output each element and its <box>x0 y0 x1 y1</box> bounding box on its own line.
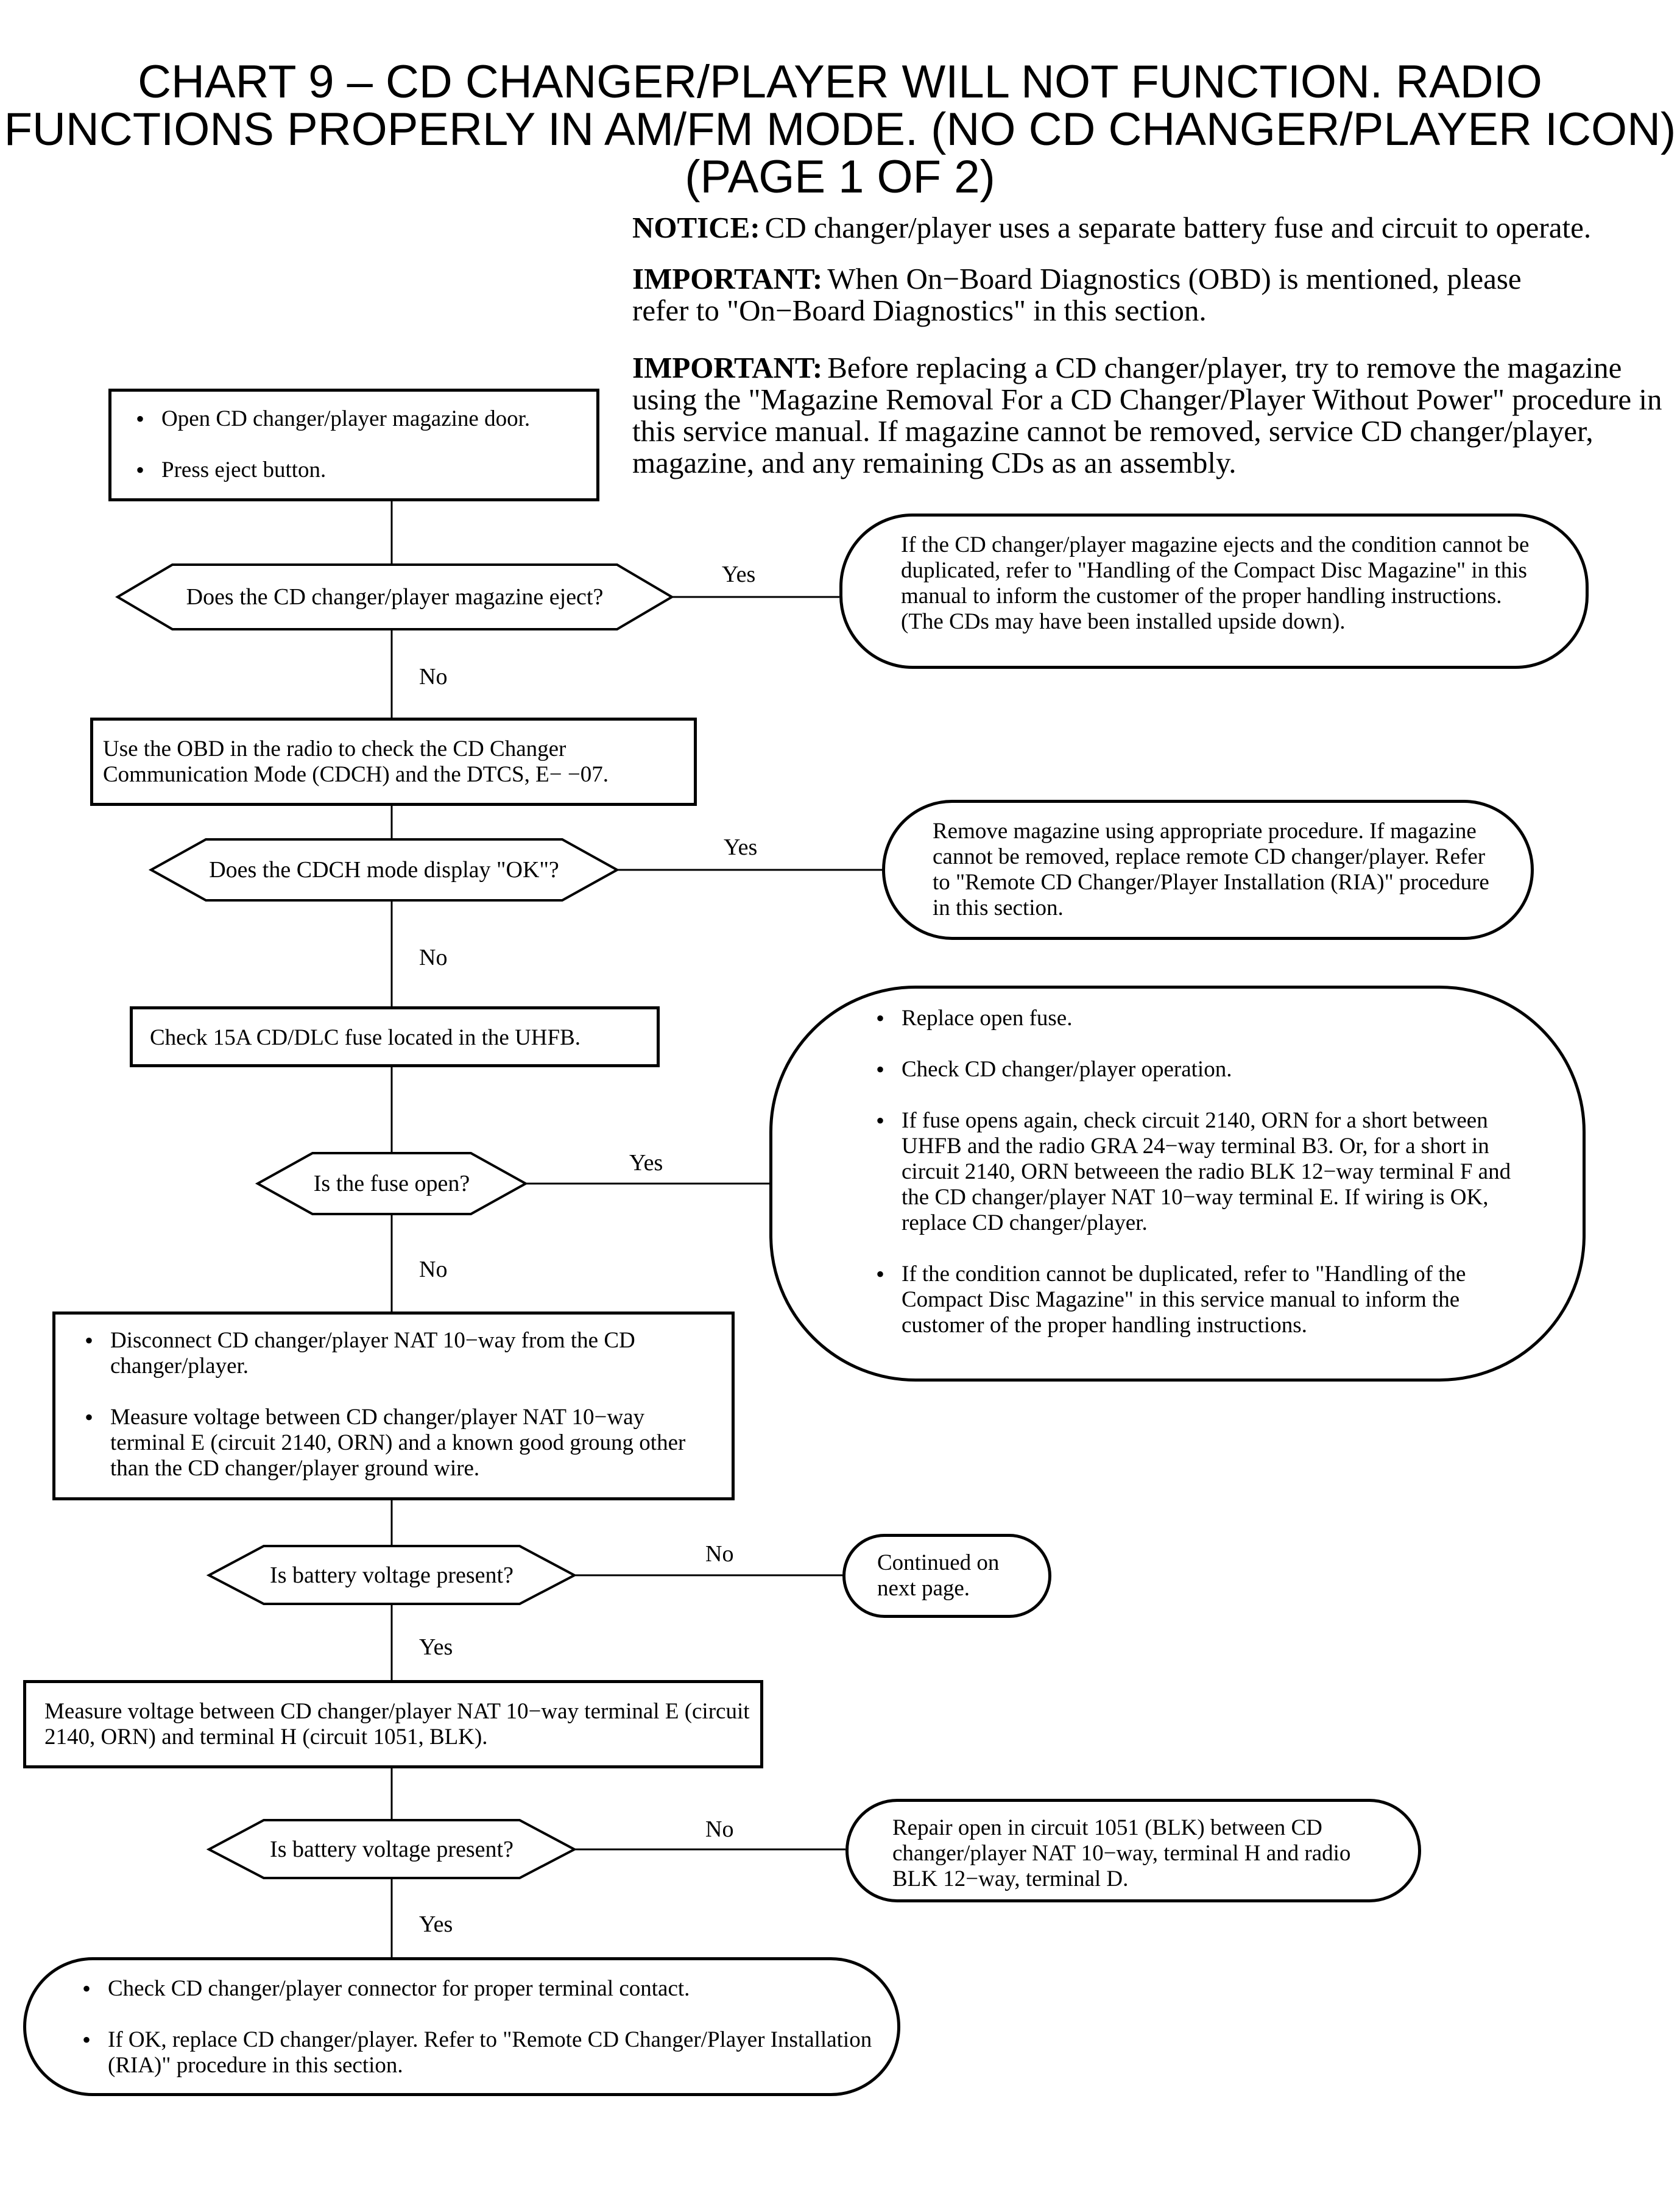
bullet-item: If the condition cannot be duplicated, r… <box>864 1262 1516 1338</box>
step-measure-voltage-terminals: Measure voltage between CD changer/playe… <box>23 1680 763 1768</box>
chart-title-line-1: CHART 9 – CD CHANGER/PLAYER WILL NOT FUN… <box>138 56 1542 108</box>
no-label: No <box>419 664 448 690</box>
notice-text: CD changer/player uses a separate batter… <box>764 211 1592 244</box>
yes-label: Yes <box>419 1912 453 1937</box>
bullet-item: If OK, replace CD changer/player. Refer … <box>70 2027 873 2078</box>
important-label: IMPORTANT: <box>632 351 823 384</box>
important-label: IMPORTANT: <box>632 262 823 295</box>
chart-title-line-2: FUNCTIONS PROPERLY IN AM/FM MODE. (NO CD… <box>4 104 1676 155</box>
bullet-item: Check CD changer/player connector for pr… <box>70 1976 873 2002</box>
step-open-magazine-door: Open CD changer/player magazine door. Pr… <box>108 389 599 501</box>
result-repair-open-circuit: Repair open in circuit 1051 (BLK) betwee… <box>845 1799 1421 1902</box>
no-label: No <box>705 1541 734 1567</box>
decision-diamond-2 <box>148 838 620 902</box>
result-replace-fuse: Replace open fuse. Check CD changer/play… <box>769 986 1586 1382</box>
no-label: No <box>419 945 448 970</box>
bullet-item: Replace open fuse. <box>864 1006 1516 1031</box>
result-text: If the CD changer/player magazine ejects… <box>901 532 1530 634</box>
decision-battery-voltage-text: Is battery voltage present? <box>270 1837 514 1862</box>
step-check-cdch-obd: Use the OBD in the radio to check the CD… <box>90 718 697 806</box>
important-obd: IMPORTANT:When On−Board Diagnostics (OBD… <box>632 263 1546 327</box>
yes-label: Yes <box>629 1150 663 1176</box>
step-text: Measure voltage between CD changer/playe… <box>44 1699 750 1749</box>
decision-battery-voltage-text: Is battery voltage present? <box>270 1562 514 1588</box>
no-label: No <box>419 1257 448 1282</box>
result-text: Continued on next page. <box>877 1550 1000 1601</box>
bullet-item: Disconnect CD changer/player NAT 10−way … <box>72 1328 719 1379</box>
decision-magazine-eject-text: Does the CD changer/player magazine ejec… <box>186 584 604 610</box>
step-check-connector-replace: Check CD changer/player connector for pr… <box>23 1957 900 2096</box>
important-text: Before replacing a CD changer/player, tr… <box>632 351 1662 479</box>
bullet-item: Press eject button. <box>124 457 590 483</box>
important-text: When On−Board Diagnostics (OBD) is menti… <box>632 262 1522 327</box>
bullet-item: If fuse opens again, check circuit 2140,… <box>864 1108 1516 1236</box>
bullet-item: Open CD changer/player magazine door. <box>124 406 590 432</box>
result-replace-remote-cd-changer: Remove magazine using appropriate proced… <box>882 800 1534 940</box>
decision-diamond-5 <box>206 1819 577 1879</box>
result-continued-next-page: Continued on next page. <box>842 1534 1051 1618</box>
step-text: Check 15A CD/DLC fuse located in the UHF… <box>150 1025 581 1050</box>
decision-cdch-ok-text: Does the CDCH mode display "OK"? <box>209 857 559 883</box>
notice-battery-fuse: NOTICE:CD changer/player uses a separate… <box>632 212 1668 244</box>
yes-label: Yes <box>419 1634 453 1660</box>
decision-diamond-4 <box>206 1545 577 1605</box>
result-magazine-ejects: If the CD changer/player magazine ejects… <box>839 514 1589 669</box>
result-text: Remove magazine using appropriate proced… <box>933 819 1489 920</box>
important-magazine-removal: IMPORTANT:Before replacing a CD changer/… <box>632 352 1668 479</box>
decision-diamond-3 <box>255 1152 529 1215</box>
step-text: Use the OBD in the radio to check the CD… <box>103 736 609 787</box>
yes-label: Yes <box>722 562 756 587</box>
result-text: Repair open in circuit 1051 (BLK) betwee… <box>892 1815 1351 1891</box>
decision-fuse-open-text: Is the fuse open? <box>313 1171 470 1196</box>
decision-diamond-1 <box>115 563 674 630</box>
step-disconnect-measure-voltage: Disconnect CD changer/player NAT 10−way … <box>52 1312 735 1500</box>
notice-label: NOTICE: <box>632 211 760 244</box>
bullet-item: Check CD changer/player operation. <box>864 1057 1516 1082</box>
step-check-fuse: Check 15A CD/DLC fuse located in the UHF… <box>130 1006 660 1067</box>
bullet-item: Measure voltage between CD changer/playe… <box>72 1405 719 1481</box>
no-label: No <box>705 1816 734 1842</box>
chart-title-line-3: (PAGE 1 OF 2) <box>685 151 995 203</box>
yes-label: Yes <box>724 835 758 860</box>
